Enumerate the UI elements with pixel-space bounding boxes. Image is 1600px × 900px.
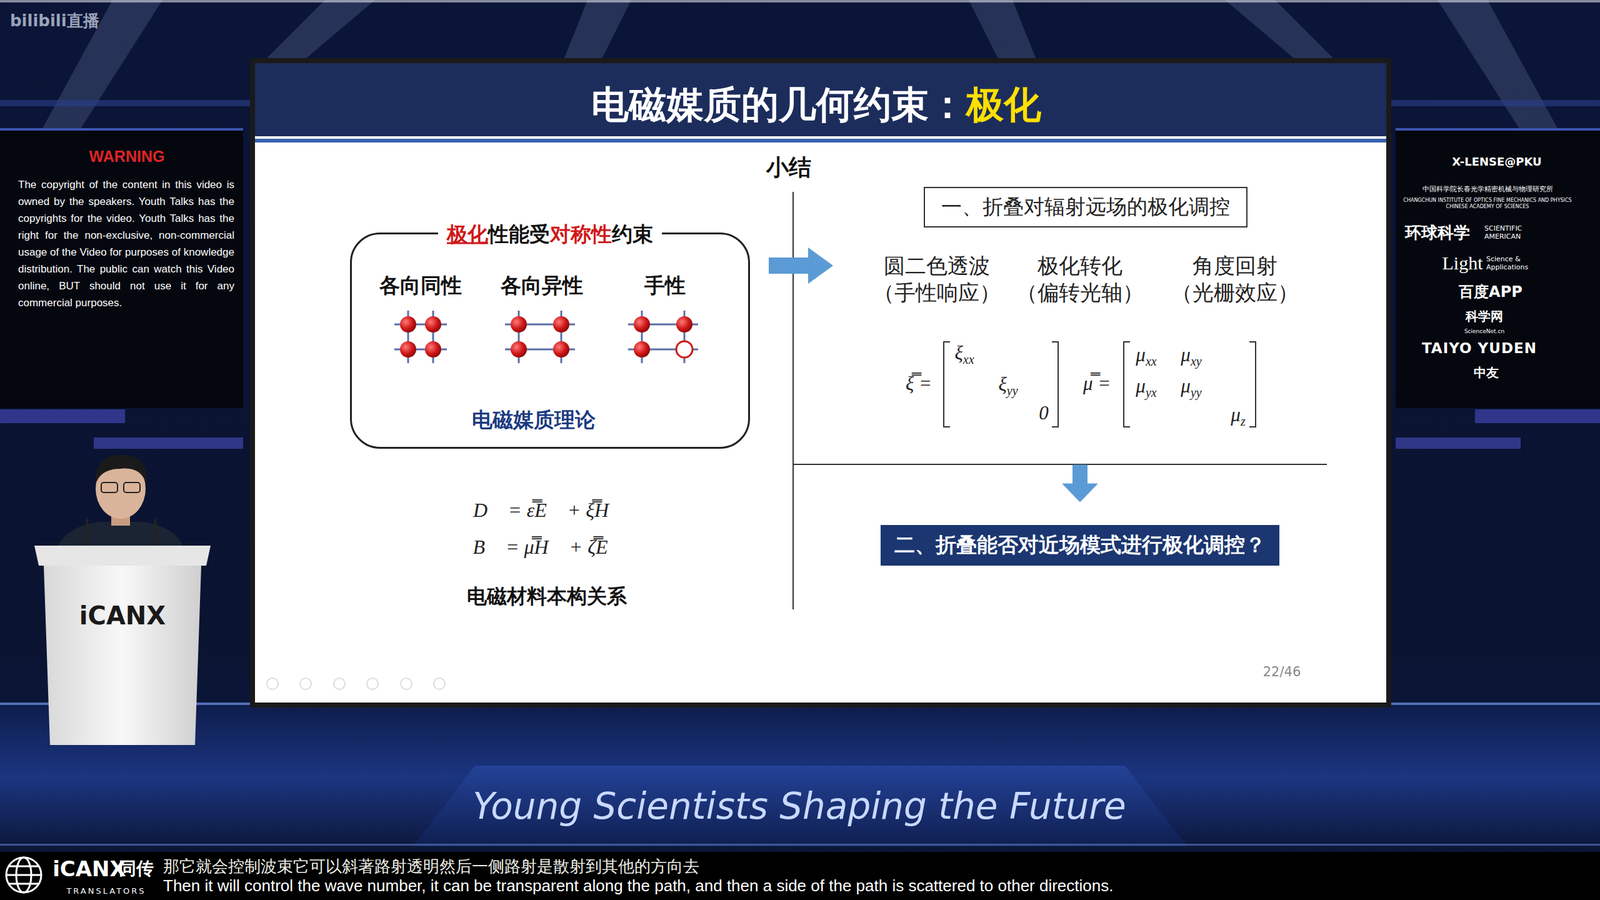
logo-text: TRANSLATORS — [66, 886, 146, 896]
logo-text: 科学网 — [1465, 308, 1504, 325]
matrix-entry-symbol: μ — [1230, 403, 1241, 426]
subtitle: 那它就会控制波束它可以斜著路射透明然后一侧路射是散射到其他的方向去 — [163, 855, 700, 878]
logo-text: 中友 — [1473, 364, 1499, 382]
theory-label: 电磁媒质理论 — [471, 406, 596, 435]
logo-text: CHANGCHUN INSTITUTE OF OPTICS FINE MECHA… — [1393, 197, 1582, 210]
logo-text: 环球科学 — [1405, 221, 1470, 244]
logo-text: 中国科学院长春光学精密机械与物理研究所 — [1422, 184, 1554, 194]
box-text: 二、折叠能否对近场模式进行极化调控？ — [894, 532, 1266, 557]
matrix-entry: 0 — [1038, 401, 1049, 425]
watermark: bilibili直播 — [10, 10, 100, 32]
matrix-entry: μxx — [1135, 343, 1157, 369]
box-text: 一、折叠对辐射远场的极化调控 — [941, 194, 1230, 219]
matrix-entry-subscript: xx — [963, 352, 975, 367]
matrix-entry-subscript: yy — [1006, 383, 1019, 398]
matrix-entry: μyy — [1180, 375, 1202, 400]
filled-box: 二、折叠能否对近场模式进行极化调控？ — [880, 525, 1280, 566]
matrix-entry-subscript: z — [1240, 414, 1246, 429]
category-label: 角度回射 — [1192, 251, 1278, 281]
matrix-entry-symbol: μ — [1135, 375, 1146, 397]
matrix-entry: μxy — [1180, 343, 1202, 369]
matrix-entry: ξxx — [954, 341, 974, 367]
box-heading: 性能受 — [488, 221, 550, 247]
matrix-entry-subscript: xy — [1190, 354, 1202, 369]
property-label: 手性 — [644, 271, 686, 300]
matrix-symbol: μ̿ = — [1083, 372, 1111, 395]
property-label: 各向同性 — [379, 271, 462, 300]
logo-text: iCANX — [52, 856, 127, 882]
slogan: Young Scientists Shaping the Future — [472, 785, 1127, 828]
category-label: （偏转光轴） — [1016, 278, 1144, 308]
matrix-entry-symbol: μ — [1135, 343, 1146, 366]
logo-text: 同传 — [118, 856, 154, 881]
category-label: （手性响应） — [873, 278, 1001, 308]
box-heading-row: 极化性能受对称性约束 — [438, 220, 662, 249]
equation: B⃗ = μ̿H⃗ + ζ̿E⃗ — [472, 535, 624, 559]
matrix-entry-subscript: yy — [1190, 385, 1202, 400]
matrix-entry-symbol: μ — [1180, 375, 1191, 397]
rounded-summary-box: 极化性能受对称性约束各向同性各向异性手性电磁媒质理论 — [350, 232, 750, 449]
slide-title-row: 电磁媒质的几何约束：极化 — [591, 80, 1042, 131]
box-heading: 对称性 — [550, 221, 612, 247]
matrix-entry: μz — [1230, 403, 1245, 429]
matrix-entry-subscript: yx — [1145, 385, 1157, 400]
equation: D⃗ = ε̿E⃗ + ξ̿H⃗ — [473, 498, 625, 522]
category-label: 圆二色透波 — [883, 251, 990, 281]
category-label: 极化转化 — [1037, 251, 1123, 281]
box-heading: 约束 — [611, 221, 654, 247]
category-label: （光栅效应） — [1171, 278, 1299, 308]
logo-text: TAIYO YUDEN — [1421, 340, 1537, 357]
block-arrow — [1061, 465, 1099, 503]
slide-title: 电磁媒质的几何约束： — [591, 82, 967, 127]
caption-text: 电磁材料本构关系 — [466, 583, 627, 611]
matrix-entry-symbol: ξ — [998, 373, 1007, 395]
logo-text: SCIENTIFIC AMERICAN — [1484, 224, 1547, 241]
matrix-entry-symbol: μ — [1180, 343, 1191, 366]
block-arrow — [768, 247, 834, 284]
matrix-symbol: ξ̿ = — [905, 372, 932, 395]
speaker-figure — [55, 455, 187, 554]
logo-text: 百度APP — [1458, 281, 1523, 302]
warning-text: The copyright of the content in this vid… — [18, 176, 235, 312]
matrix-entry: μyx — [1135, 375, 1157, 400]
logo-text: ScienceNet.cn — [1464, 328, 1505, 335]
outlined-box: 一、折叠对辐射远场的极化调控 — [923, 186, 1248, 228]
podium-logo: iCANX — [79, 601, 166, 630]
logo-text: X-LENSE@PKU — [1451, 155, 1542, 169]
logo-text: Science & Applications — [1486, 255, 1549, 272]
section-heading: 小结 — [766, 152, 812, 184]
subtitle: Then it will control the wave number, it… — [163, 876, 1114, 896]
page-number: 22/46 — [1263, 664, 1302, 680]
matrix-entry: ξyy — [998, 373, 1018, 399]
property-label: 各向异性 — [500, 271, 584, 300]
title-highlight: 极化 — [966, 82, 1042, 127]
warning-title: WARNING — [89, 147, 165, 166]
logo-text: Light — [1442, 252, 1484, 274]
box-heading: 极化 — [446, 221, 489, 247]
matrix-entry-symbol: ξ — [954, 341, 963, 364]
matrix-entry-subscript: xx — [1145, 354, 1157, 369]
